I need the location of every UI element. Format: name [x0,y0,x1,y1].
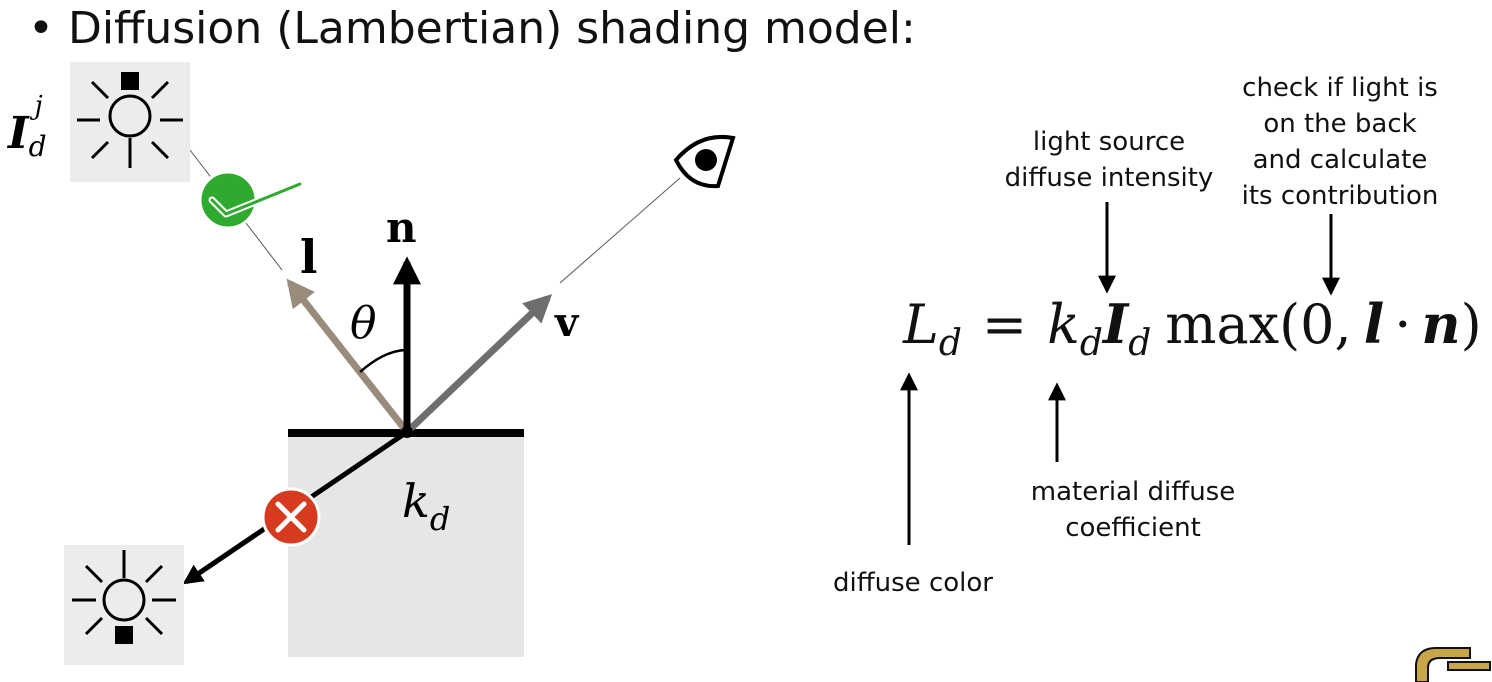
check-icon [198,170,304,230]
vector-v-arrow [404,294,553,435]
diffuse-color-note: diffuse color [833,568,993,598]
vector-v-label: v [554,299,580,346]
light-intensity-main: I [6,108,30,159]
eq-l: l [1364,292,1385,356]
vector-l-label: l [300,230,317,284]
slide-title: • Diffusion (Lambertian) shading model: [28,3,916,54]
eq-dot: · [1394,293,1411,356]
light-intensity-sup: j [30,91,43,121]
eq-lhs-main: L [902,293,939,356]
eq-lhs-sub: d [939,323,962,364]
material-block [288,433,524,657]
vector-l-arrow [286,278,410,435]
light-bulb-icon [64,545,184,665]
check-light-line: on the back [1263,109,1417,139]
eq-k-main: k [1047,293,1080,356]
angle-label: θ [350,298,377,349]
check-light-line: check if light is [1242,73,1438,103]
material-main: k [402,474,430,528]
eye-icon [673,135,736,189]
vector-n-label: n [386,203,417,252]
check-light-note: check if light is on the back and calcul… [1230,70,1450,214]
light-intensity-sub: d [29,130,47,163]
eq-n: n [1421,292,1460,356]
light-intensity-note: light source diffuse intensity [996,124,1222,196]
check-light-line: its contribution [1241,181,1439,211]
material-sub: d [430,500,450,538]
cross-icon [261,487,321,547]
view-guide-line [559,177,681,284]
check-light-line: and calculate [1252,145,1428,175]
eq-k-sub: d [1080,323,1103,364]
eq-equals: = [982,293,1027,356]
light-bulb-icon [70,62,190,182]
eq-close: ) [1461,293,1482,356]
material-coefficient-line: material diffuse [1030,477,1236,507]
material-coefficient-line: coefficient [1065,513,1201,543]
eq-i-main: I [1101,292,1130,356]
light-intensity-line: diffuse intensity [1004,163,1214,193]
logo-icon [1415,647,1491,682]
material-label: kd [402,474,450,538]
angle-arc [359,348,408,373]
material-coefficient-note: material diffuse coefficient [1020,474,1246,546]
eq-max: max(0, [1165,293,1351,356]
light-intensity-line: light source [1032,127,1186,157]
eq-i-sub: d [1128,323,1151,364]
origin-point [401,426,413,438]
